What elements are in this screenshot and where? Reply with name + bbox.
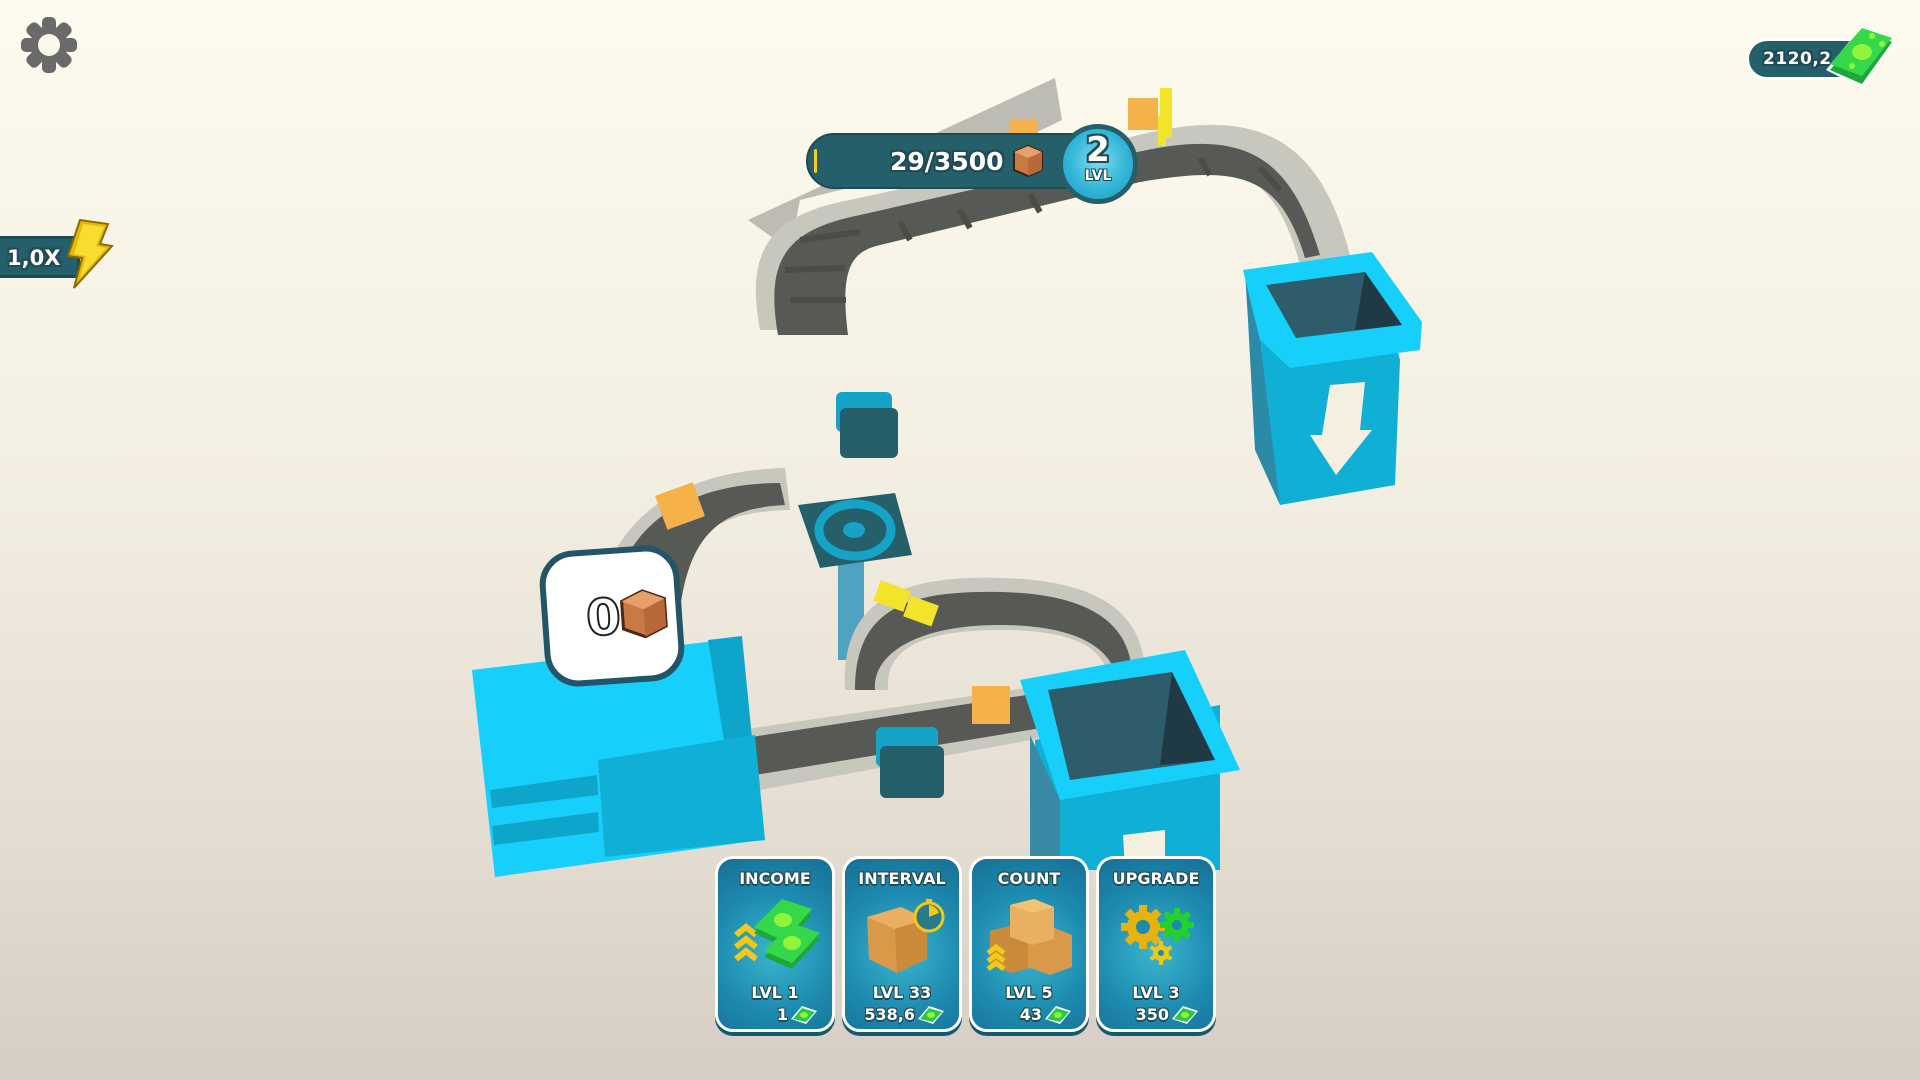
gear-icon <box>21 17 77 73</box>
card-title: INCOME <box>739 869 811 888</box>
card-level: LVL 5 <box>1005 983 1053 1002</box>
box-spawner <box>472 636 765 877</box>
piston-block-lower <box>876 727 944 798</box>
drop-bin-bottom <box>1020 650 1240 870</box>
upgrade-card-upgrade[interactable]: UPGRADE LVL 3 350 <box>1096 856 1216 1032</box>
card-level: LVL 33 <box>872 983 932 1002</box>
cash-icon <box>1172 1006 1198 1024</box>
cash-icon <box>1045 1006 1071 1024</box>
box-icon <box>620 589 668 639</box>
card-title: COUNT <box>997 869 1061 888</box>
progress-fill <box>814 149 817 173</box>
card-level: LVL 3 <box>1132 983 1180 1002</box>
card-price: 43 <box>1019 1005 1042 1024</box>
box-icon <box>1013 144 1043 178</box>
card-level: LVL 1 <box>751 983 799 1002</box>
gears-icon <box>1121 905 1194 965</box>
upgrade-card-interval[interactable]: INTERVAL LVL 33 538,6 <box>842 856 962 1032</box>
cash-stack-icon <box>1826 26 1896 88</box>
cash-upgrade-icon <box>734 899 820 969</box>
level-number: 2 <box>1086 130 1110 170</box>
cash-icon <box>791 1006 817 1024</box>
upgrade-card-count[interactable]: COUNT LVL 5 43 <box>969 856 1089 1032</box>
speed-multiplier: 1,0X <box>0 236 80 278</box>
box-stack-icon <box>986 899 1072 975</box>
card-title: UPGRADE <box>1112 869 1200 888</box>
piston-block-upper <box>836 392 898 458</box>
upgrade-card-income[interactable]: INCOME LVL 1 1 <box>715 856 835 1032</box>
card-title: INTERVAL <box>858 869 946 888</box>
drop-bin-top <box>1243 252 1422 505</box>
level-label: LVL <box>1084 168 1112 184</box>
card-price: 350 <box>1135 1005 1169 1024</box>
progress-label: 29/3500 <box>890 147 1004 176</box>
sorter-platform <box>798 493 912 660</box>
card-price: 1 <box>776 1005 788 1024</box>
money-value: 2120,2 <box>1763 49 1832 69</box>
level-badge: 2 LVL <box>1058 124 1138 204</box>
card-price: 538,6 <box>864 1005 915 1024</box>
box-counter: 0 <box>537 543 687 689</box>
lightning-bolt-icon <box>66 218 114 289</box>
multiplier-value: 1,0X <box>7 246 61 270</box>
settings-button[interactable] <box>18 14 80 76</box>
cash-icon <box>918 1006 944 1024</box>
box-timer-icon <box>867 899 945 973</box>
